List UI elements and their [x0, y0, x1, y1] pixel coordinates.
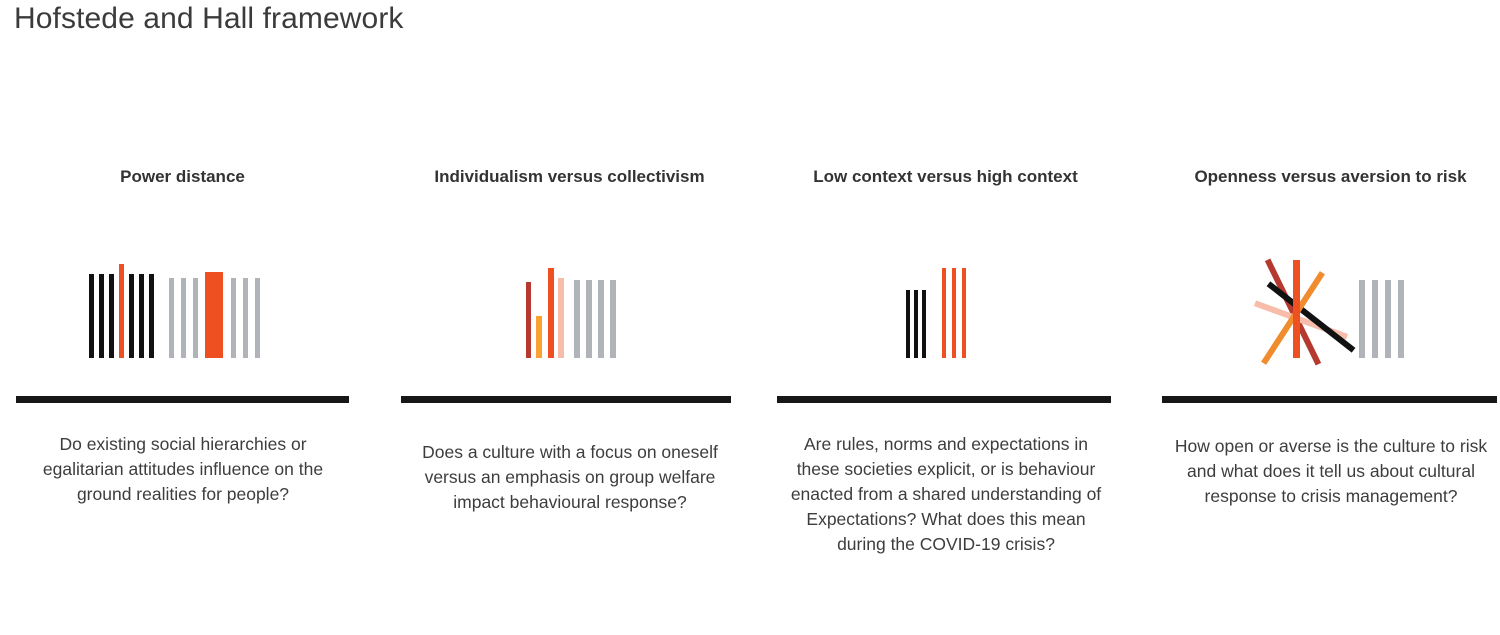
- icon-bar: [609, 280, 616, 358]
- column-divider: [401, 396, 731, 403]
- icon-bar: [254, 278, 260, 358]
- icon-bar: [1384, 280, 1391, 358]
- framework-column-individualism-versus-collectivism: Individualism versus collectivism Does a…: [397, 0, 742, 635]
- column-heading: Low context versus high context: [813, 167, 1078, 186]
- column-heading: Individualism versus collectivism: [434, 167, 705, 186]
- icon-bar: [88, 274, 94, 358]
- icon-bar: [525, 282, 531, 358]
- column-icon: [773, 250, 1118, 370]
- column-body-text: Does a culture with a focus on oneself v…: [422, 442, 718, 512]
- icon-bar: [961, 268, 966, 358]
- framework-column-openness-versus-aversion-to-risk: Openness versus aversion to risk How ope…: [1158, 0, 1500, 635]
- icon-bar: [585, 280, 592, 358]
- icon-bar: [1397, 280, 1404, 358]
- column-heading: Openness versus aversion to risk: [1194, 167, 1467, 186]
- icon-bar: [1292, 260, 1300, 358]
- icon-bar: [1371, 280, 1378, 358]
- icon-bar: [1358, 280, 1365, 358]
- icon-bar: [204, 272, 223, 358]
- framework-column-power-distance: Power distance Do existing social hierar…: [10, 0, 355, 635]
- column-body-text: How open or averse is the culture to ris…: [1174, 436, 1488, 506]
- column-icon: [397, 250, 742, 370]
- icon-bar: [138, 274, 144, 358]
- page-title: Hofstede and Hall framework: [14, 2, 404, 35]
- icon-bar: [168, 278, 174, 358]
- bar-cluster-icon: [470, 250, 670, 370]
- framework-column-low-context-versus-high-context: Low context versus high context Are rule…: [773, 0, 1118, 635]
- bar-cluster-icon: [846, 250, 1046, 370]
- icon-bar: [557, 278, 564, 358]
- column-body-text: Are rules, norms and expectations in the…: [790, 434, 1102, 554]
- icon-bar: [242, 278, 248, 358]
- icon-bar: [128, 274, 134, 358]
- icon-bar: [573, 280, 580, 358]
- column-icon: [10, 250, 355, 370]
- bar-cluster-icon: [83, 250, 283, 370]
- column-heading: Power distance: [120, 167, 245, 186]
- icon-bar: [148, 274, 154, 358]
- icon-bar: [192, 278, 198, 358]
- icon-bar: [913, 290, 918, 358]
- column-divider: [777, 396, 1111, 403]
- column-icon: [1158, 250, 1500, 370]
- column-body-text: Do existing social hierarchies or egalit…: [42, 434, 324, 504]
- icon-bar: [535, 316, 542, 358]
- icon-bar: [597, 280, 604, 358]
- icon-bar: [921, 290, 926, 358]
- icon-bar: [180, 278, 186, 358]
- icon-bar: [230, 278, 236, 358]
- icon-bar: [108, 274, 114, 358]
- icon-bar: [98, 274, 104, 358]
- icon-bar: [905, 290, 910, 358]
- icon-bar: [941, 268, 946, 358]
- column-divider: [1162, 396, 1497, 403]
- column-divider: [16, 396, 349, 403]
- icon-bar: [547, 268, 554, 358]
- icon-bar: [118, 264, 124, 358]
- icon-bar: [951, 268, 956, 358]
- crossing-lines-icon: [1231, 250, 1431, 370]
